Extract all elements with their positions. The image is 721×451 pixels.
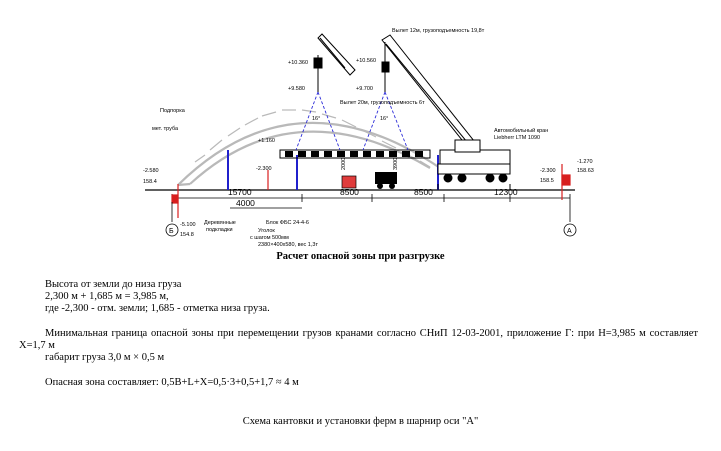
boom-note-left: Вылет 20м, грузоподъемность 6т [340,100,425,106]
left-boom-tip [313,33,356,76]
height-heading: Высота от земли до низа груза [45,279,182,290]
ugolok-1: Уголок [258,228,275,234]
elev-left-hook: +10.360 [288,60,308,66]
axis-b-label: Б [169,228,174,235]
elev-right-load: +9.700 [356,86,373,92]
elev-right2-sub: 158.5 [540,178,554,184]
construction-drawing: Вылет 12м, грузоподъемность 19,8т Вылет … [143,28,594,248]
ugolok-2: с шагом 500мм [250,235,289,241]
elev-right-ground-sub: 158.63 [577,168,594,174]
slings [295,91,409,151]
height-calc: 2,300 м + 1,685 м = 3,985 м, [45,291,169,302]
section-title: Расчет опасной зоны при разгрузке [276,251,445,262]
danger-zone-result: Опасная зона составляет: 0,5В+L+Х=0,5·3+… [45,377,299,388]
elev-right-ground: -1.270 [577,159,593,165]
elev-left-ground: -2.580 [143,168,159,174]
support-label-1: Подпорка [160,108,186,114]
angle-right: 16° [380,116,388,122]
crane-label-2: Liebherr LTM 1090 [494,135,540,141]
crane-label-1: Автомобильный кран [494,127,548,134]
mobile-crane [381,34,511,190]
foundation-block [341,175,357,189]
arch-truss [177,109,441,187]
elev-left-bottom-sub: 154.8 [180,232,194,238]
boom-note-right: Вылет 12м, грузоподъемность 19,8т [392,28,485,34]
elev-arch: +1.160 [258,138,275,144]
elev-right-hook: +10.560 [356,58,376,64]
support-label-2: мет. труба [152,126,179,132]
axis-a-label: А [567,228,572,235]
angle-left: 16° [312,116,320,122]
elev-right2: -2.300 [540,168,556,174]
elev-mid: -2.300 [256,166,272,172]
block-1: Блок ФБС 24-4-6 [266,220,309,226]
height-3900: 3900 [393,158,399,170]
small-truck [375,172,397,189]
wood-pads-2: подкладки [206,227,233,233]
dim-4000: 4000 [236,198,255,208]
dim-12300: 12300 [494,187,518,197]
height-note: где -2,300 - отм. земли; 1,685 - отметка… [45,303,270,314]
wood-pads-1: Деревянные [204,220,236,226]
elev-left-load: +9.580 [288,86,305,92]
danger-zone-paragraph: Минимальная граница опасной зоны при пер… [19,328,698,351]
block-2: 2380×400х580, вес 1,3т [258,242,318,248]
dim-8500a: 8500 [340,187,359,197]
elev-left-bottom: -5.100 [180,222,196,228]
red-markers [171,164,571,218]
height-2000: 2000 [341,158,347,170]
load-size: габарит груза 3,0 м × 0,5 м [45,352,165,363]
axis-markers [165,202,577,237]
dim-15700: 15700 [228,187,252,197]
elev-left-ground-sub: 158.4 [143,179,157,185]
footer-caption: Схема кантовки и установки ферм в шарнир… [242,416,479,427]
dim-8500b: 8500 [414,187,433,197]
lifted-truss [279,149,431,159]
